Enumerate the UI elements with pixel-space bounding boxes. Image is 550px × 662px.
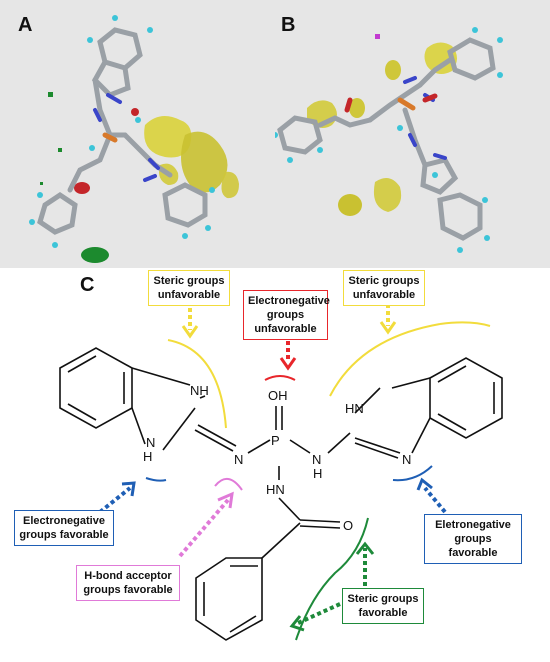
atom-nh-left-top: NH: [190, 383, 209, 398]
atom-n-right: N: [312, 452, 321, 467]
atom-hn-right-top: HN: [345, 401, 364, 416]
arrowheads: [121, 321, 433, 632]
magenta-arc: [214, 478, 243, 491]
label-electronegative-unfavorable: Electronegative groups unfavorable: [243, 290, 330, 340]
label-steric-unfavorable-right: Steric groups unfavorable: [343, 270, 425, 306]
atom-n-right-bottom: N: [402, 452, 411, 467]
label-electronegative-favorable-right: Eletronegative groups favorable: [424, 514, 522, 564]
panel-b-label: B: [281, 14, 296, 36]
atom-hn-amide: HN: [266, 482, 285, 497]
3d-contour-panels: A: [0, 0, 550, 268]
atom-h-left-bottom: H: [143, 449, 152, 464]
panel-a-render: [29, 15, 239, 263]
label-steric-unfavorable-left: Steric groups unfavorable: [148, 270, 230, 306]
label-electronegative-favorable-left: Electronegative groups favorable: [14, 510, 114, 546]
red-arc: [264, 375, 296, 381]
yellow-arc-left: [167, 339, 227, 429]
yellow-arc-right-upper: [439, 321, 491, 327]
panel-a-label: A: [18, 14, 33, 36]
molecule-bonds: [59, 347, 503, 641]
atom-oh: OH: [268, 388, 288, 403]
panel-a-3d-model: A: [0, 0, 275, 268]
molecule-structure: NH H N N P OH N H HN N HN O: [59, 304, 503, 641]
blue-arc-right: [392, 465, 433, 482]
panel-c-structure-diagram: C: [0, 268, 550, 662]
green-arc: [295, 517, 369, 641]
yellow-arc-right-lower: [329, 323, 441, 397]
atom-o-carbonyl: O: [343, 518, 353, 533]
atom-n-imine-left: N: [234, 452, 243, 467]
panel-b-3d-model: B: [272, 0, 550, 268]
label-hbond-acceptor-favorable: H-bond acceptor groups favorable: [76, 565, 180, 601]
atom-p: P: [271, 433, 280, 448]
label-steric-favorable: Steric groups favorable: [342, 588, 424, 624]
blue-arc-left: [145, 477, 167, 482]
panel-b-render: [272, 27, 503, 253]
atom-h-right: H: [313, 466, 322, 481]
atom-n-left-bottom: N: [146, 435, 155, 450]
panel-c-label: C: [80, 274, 95, 296]
